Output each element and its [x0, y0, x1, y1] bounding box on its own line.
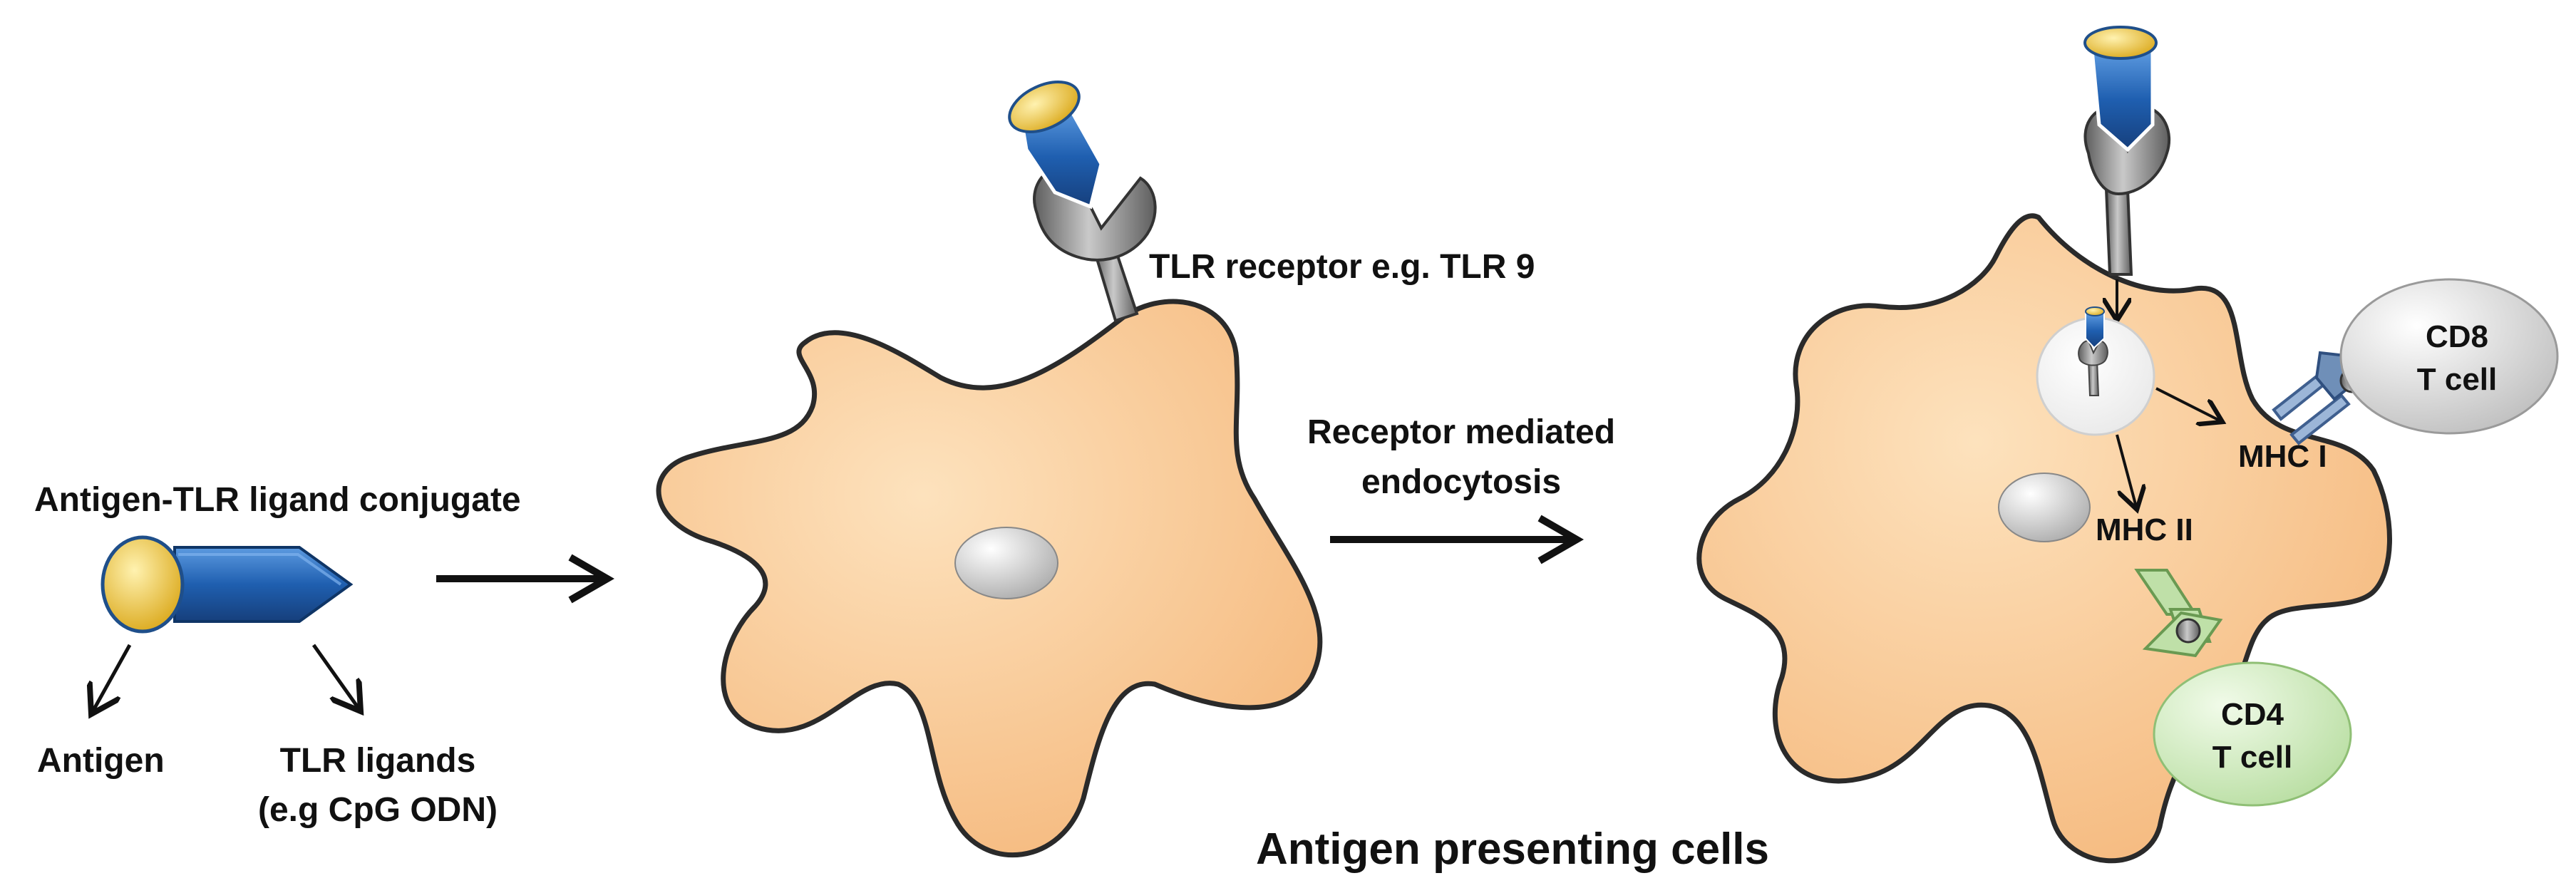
cd4-label-line1: CD4	[2221, 697, 2284, 732]
antigen-shape	[101, 535, 185, 634]
nucleus-middle	[954, 527, 1058, 599]
cd4-t-cell	[2153, 661, 2352, 807]
antigen-tlr-conjugate	[101, 535, 354, 634]
nucleus-right	[1998, 473, 2091, 542]
step-arrow-2-head	[1537, 515, 1585, 564]
figure-caption: Antigen presenting cells	[1256, 825, 1769, 874]
bound-ligand-middle	[1008, 81, 1103, 210]
ligand-pointer-arrow	[311, 644, 361, 711]
mhc2-pathway-arrow	[2116, 434, 2137, 510]
mhc2-label: MHC II	[2096, 512, 2193, 547]
tlr-receptor-label: TLR receptor e.g. TLR 9	[1149, 248, 1535, 286]
cd8-label-line1: CD8	[2426, 319, 2488, 354]
mhc2-receptor	[2134, 569, 2223, 658]
antigen-label: Antigen	[37, 742, 165, 780]
endocytosis-label-line1: Receptor mediated	[1307, 413, 1615, 451]
bound-ligand-right	[2083, 26, 2158, 153]
endosome	[2036, 306, 2155, 436]
antigen-pointer-arrow	[91, 644, 132, 714]
cd8-t-cell	[2339, 278, 2559, 435]
mhc1-pathway-arrow	[2155, 387, 2222, 422]
cd8-label-line2: T cell	[2417, 362, 2498, 397]
conjugate-label: Antigen-TLR ligand conjugate	[34, 481, 521, 519]
tlr-ligands-label-line2: (e.g CpG ODN)	[258, 791, 498, 829]
cd4-label-line2: T cell	[2212, 740, 2293, 775]
mhc1-label: MHC I	[2238, 439, 2327, 474]
step-arrow-1-head	[568, 554, 615, 604]
tlr-ligand-shape	[173, 546, 354, 623]
tlr-ligands-label-line1: TLR ligands	[280, 742, 476, 780]
endocytosis-label-line2: endocytosis	[1361, 463, 1561, 501]
mhc1-receptor	[2272, 346, 2365, 445]
